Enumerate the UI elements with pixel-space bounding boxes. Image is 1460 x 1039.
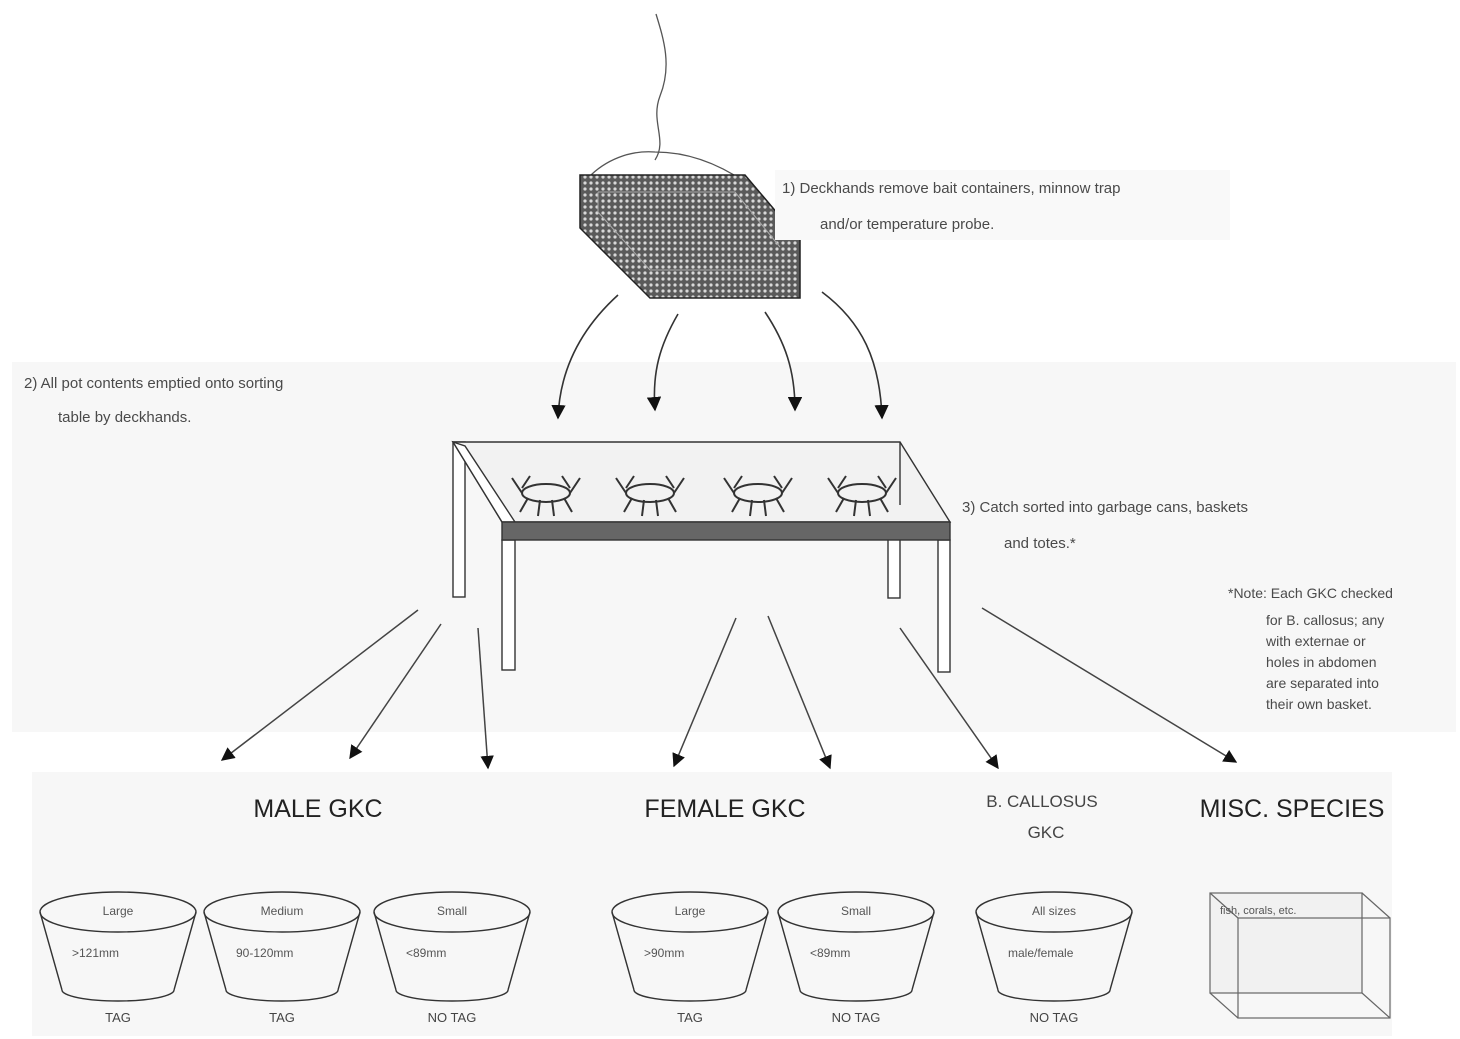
step2-line1: 2) All pot contents emptied onto sorting <box>24 375 283 392</box>
bin-size-class-label: All sizes <box>1032 904 1076 918</box>
note-line3: with externae or <box>1265 633 1366 649</box>
bin-tag-label: NO TAG <box>428 1010 477 1025</box>
female-gkc-heading: FEMALE GKC <box>644 795 805 823</box>
note-line6: their own basket. <box>1266 696 1372 712</box>
bin-wall <box>203 911 361 991</box>
bin-tag-label: NO TAG <box>1030 1010 1079 1025</box>
bin-5: Small <89mm NO TAG <box>777 891 935 1025</box>
pot-to-table-arrows <box>551 291 889 420</box>
pot-bridle <box>587 151 746 183</box>
misc-tote-label: fish, corals, etc. <box>1220 905 1296 917</box>
bin-size-range-label: <89mm <box>406 946 446 960</box>
table-to-bins-arrows <box>220 607 1238 770</box>
step1-box <box>775 170 1230 240</box>
bin-tag-label: TAG <box>269 1010 295 1025</box>
arrow-pot-table-3 <box>764 311 803 412</box>
note-line2: for B. callosus; any <box>1266 612 1384 628</box>
crab-icon-4 <box>827 475 897 517</box>
bin-base <box>633 989 747 1002</box>
arrow-male-small <box>477 627 494 770</box>
bin-wall <box>975 911 1133 991</box>
step3-line2: and totes.* <box>1004 535 1076 552</box>
pot-line <box>654 13 667 161</box>
bin-base <box>61 989 175 1002</box>
bin-wall <box>777 911 935 991</box>
crab-pot-icon <box>579 174 801 299</box>
misc-species-heading: MISC. SPECIES <box>1200 795 1385 823</box>
step1-line1: 1) Deckhands remove bait containers, min… <box>782 180 1121 197</box>
arrow-pot-table-2 <box>646 313 679 412</box>
arrow-female-large <box>672 617 737 768</box>
bin-size-class-label: Small <box>437 904 467 918</box>
bin-base <box>225 989 339 1002</box>
bins-area-panel <box>32 772 1392 1036</box>
crab-icons <box>511 475 897 517</box>
bin-3: Small <89mm NO TAG <box>373 891 531 1025</box>
arrow-misc <box>981 607 1238 763</box>
crab-icon-2 <box>615 475 685 517</box>
bin-size-class-label: Large <box>675 904 706 918</box>
bin-wall <box>611 911 769 991</box>
callosus-heading-line2: GKC <box>1028 823 1065 842</box>
bin-tag-label: TAG <box>105 1010 131 1025</box>
note-line5: are separated into <box>1266 675 1379 691</box>
bin-wall <box>39 911 197 991</box>
sorting-table <box>451 440 952 673</box>
bin-base <box>997 989 1111 1002</box>
misc-species-tote <box>1209 892 1391 1019</box>
arrow-female-small <box>767 615 832 770</box>
step3-line1: 3) Catch sorted into garbage cans, baske… <box>962 499 1248 516</box>
sorting-area-panel <box>12 362 1456 732</box>
arrow-male-large <box>220 609 419 761</box>
bin-base <box>799 989 913 1002</box>
callosus-note: *Note: Each GKC checked for B. callosus;… <box>1228 585 1393 712</box>
callosus-heading-line1: B. CALLOSUS <box>986 792 1098 811</box>
bin-size-range-label: >90mm <box>644 946 684 960</box>
crab-icon-3 <box>723 475 793 517</box>
bin-size-range-label: <89mm <box>810 946 850 960</box>
bin-size-class-label: Medium <box>261 904 304 918</box>
bin-size-range-label: male/female <box>1008 946 1074 960</box>
bin-size-range-label: 90-120mm <box>236 946 293 960</box>
note-line4: holes in abdomen <box>1266 654 1377 670</box>
bin-size-class-label: Small <box>841 904 871 918</box>
bin-6: All sizes male/female NO TAG <box>975 891 1133 1025</box>
arrow-pot-table-4 <box>821 291 889 420</box>
male-gkc-heading: MALE GKC <box>253 795 382 823</box>
arrow-callosus <box>899 627 999 770</box>
crab-icon-1 <box>511 475 581 517</box>
arrow-male-medium <box>349 623 442 760</box>
bin-base <box>395 989 509 1002</box>
note-line1: *Note: Each GKC checked <box>1228 585 1393 601</box>
step2-line2: table by deckhands. <box>58 409 191 426</box>
bin-tag-label: TAG <box>677 1010 703 1025</box>
bin-tag-label: NO TAG <box>832 1010 881 1025</box>
bin-size-class-label: Large <box>103 904 134 918</box>
step1-line2: and/or temperature probe. <box>820 216 994 233</box>
arrow-pot-table-1 <box>551 294 619 420</box>
bin-size-range-label: >121mm <box>72 946 119 960</box>
bin-wall <box>373 911 531 991</box>
